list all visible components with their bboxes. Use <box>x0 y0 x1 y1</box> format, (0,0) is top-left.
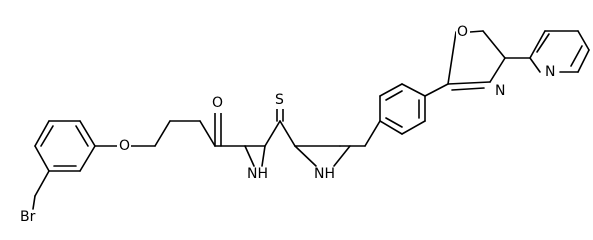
atom-label-bromine: Br <box>18 195 42 226</box>
oxazole-oxygen-label: O <box>457 24 468 40</box>
carbonyl-oxygen-label: O <box>212 95 223 111</box>
amide-nh-label: NH <box>247 166 268 182</box>
atom-label-aryl-nh: NH <box>294 145 351 183</box>
phenylene-ring <box>364 83 426 147</box>
atom-label-carbonyl-oxygen: O <box>211 95 225 113</box>
oxazole-nitrogen-label: N <box>495 83 505 99</box>
atom-label-pyridine-nitrogen: N <box>544 63 558 81</box>
atom-label-oxazole-oxygen: O <box>456 23 470 41</box>
pyridine-nitrogen-label: N <box>545 64 555 80</box>
chemical-structure-diagram: Br O O NH S NH N O N <box>18 23 590 226</box>
bromine-atom-label: Br <box>20 209 36 225</box>
atom-label-thione-sulfur: S <box>274 91 287 109</box>
thione-sulfur-label: S <box>275 92 284 108</box>
atom-label-amide-nh: NH <box>244 145 271 183</box>
atom-label-oxazole-nitrogen: N <box>494 82 508 100</box>
atom-label-ether-oxygen: O <box>117 137 131 155</box>
bromophenyl-ring <box>34 120 96 197</box>
ether-oxygen-label: O <box>119 138 130 154</box>
linker-bonds <box>94 101 366 147</box>
aryl-nh-label: NH <box>314 166 335 182</box>
oxazolopyridine-bonds <box>424 30 590 97</box>
